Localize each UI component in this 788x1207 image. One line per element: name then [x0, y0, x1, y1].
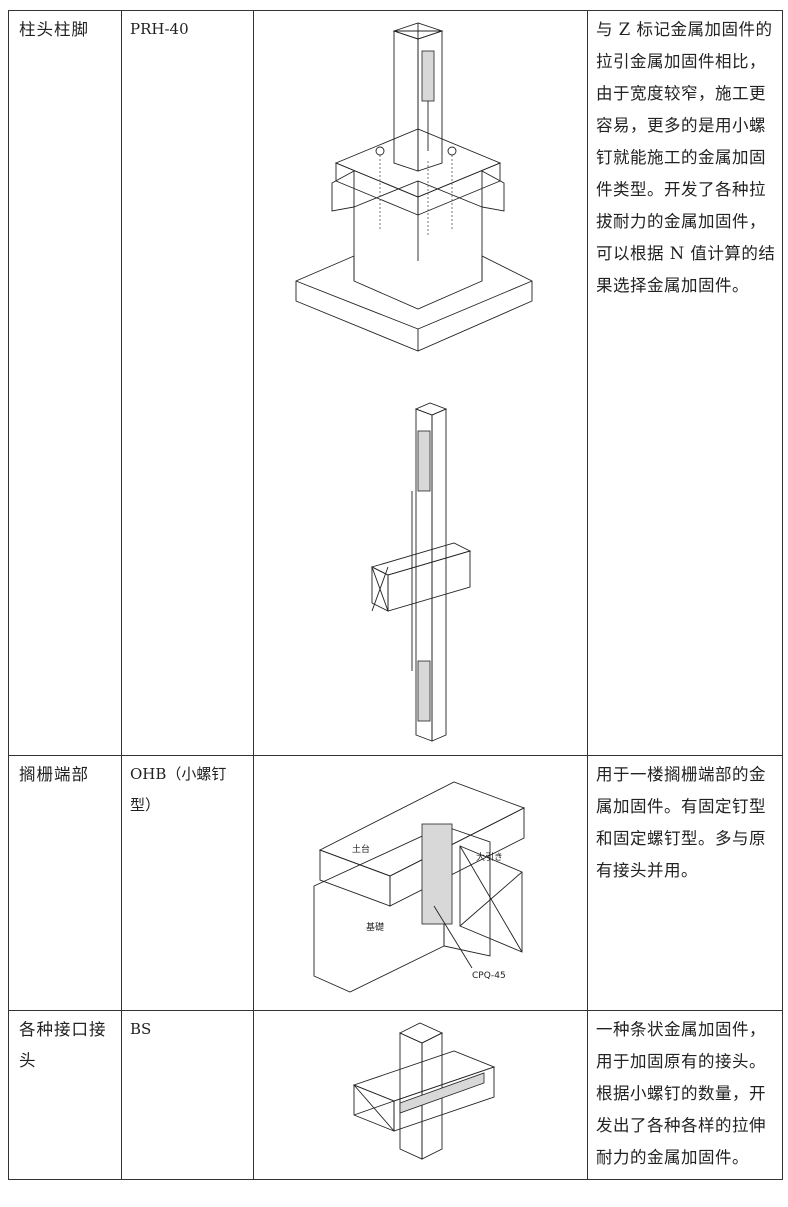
hardware-table: 柱头柱脚 PRH-40 [8, 10, 783, 1180]
joist-end-illustration: 土台 大引き 基礎 CPQ-45 [313, 781, 526, 993]
row-description: 与 Z 标记金属加固件的拉引金属加固件相比，由于宽度较窄，施工更容易，更多的是用… [596, 20, 776, 295]
column-base-illustration [295, 22, 533, 742]
row-description: 用于一楼搁栅端部的金属加固件。有固定钉型和固定螺钉型。多与原有接头并用。 [596, 765, 766, 880]
post-footing-drawing [295, 22, 533, 352]
table-row: 柱头柱脚 PRH-40 [8, 10, 783, 756]
row-category: 搁栅端部 [19, 765, 89, 784]
beam-label: 大引き [476, 851, 503, 863]
row-product: OHB（小螺钉型） [130, 765, 227, 814]
part-label: CPQ-45 [472, 971, 506, 981]
row-product: PRH-40 [130, 20, 189, 38]
row-product: BS [130, 1020, 152, 1038]
sill-label: 土台 [352, 843, 370, 855]
cross-beam-drawing [352, 1022, 496, 1160]
table-row: 搁栅端部 OHB（小螺钉型） 土台 大引き 基礎 CPQ-45 [8, 755, 783, 1011]
row-description: 一种条状金属加固件，用于加固原有的接头。根据小螺钉的数量，开发出了各种各样的拉伸… [596, 1020, 766, 1167]
row-category: 各种接口接头 [19, 1020, 107, 1070]
table-row: 各种接口接头 BS 一种条状金属加固件，用于加固原有的接头。根据小螺钉的数量，开… [8, 1010, 783, 1180]
sill-joist-drawing: 土台 大引き 基礎 CPQ-45 [313, 781, 526, 993]
foundation-label: 基礎 [366, 921, 384, 933]
row-category: 柱头柱脚 [19, 20, 89, 39]
post-beam-drawing [370, 402, 472, 742]
splice-joint-illustration [352, 1022, 496, 1160]
